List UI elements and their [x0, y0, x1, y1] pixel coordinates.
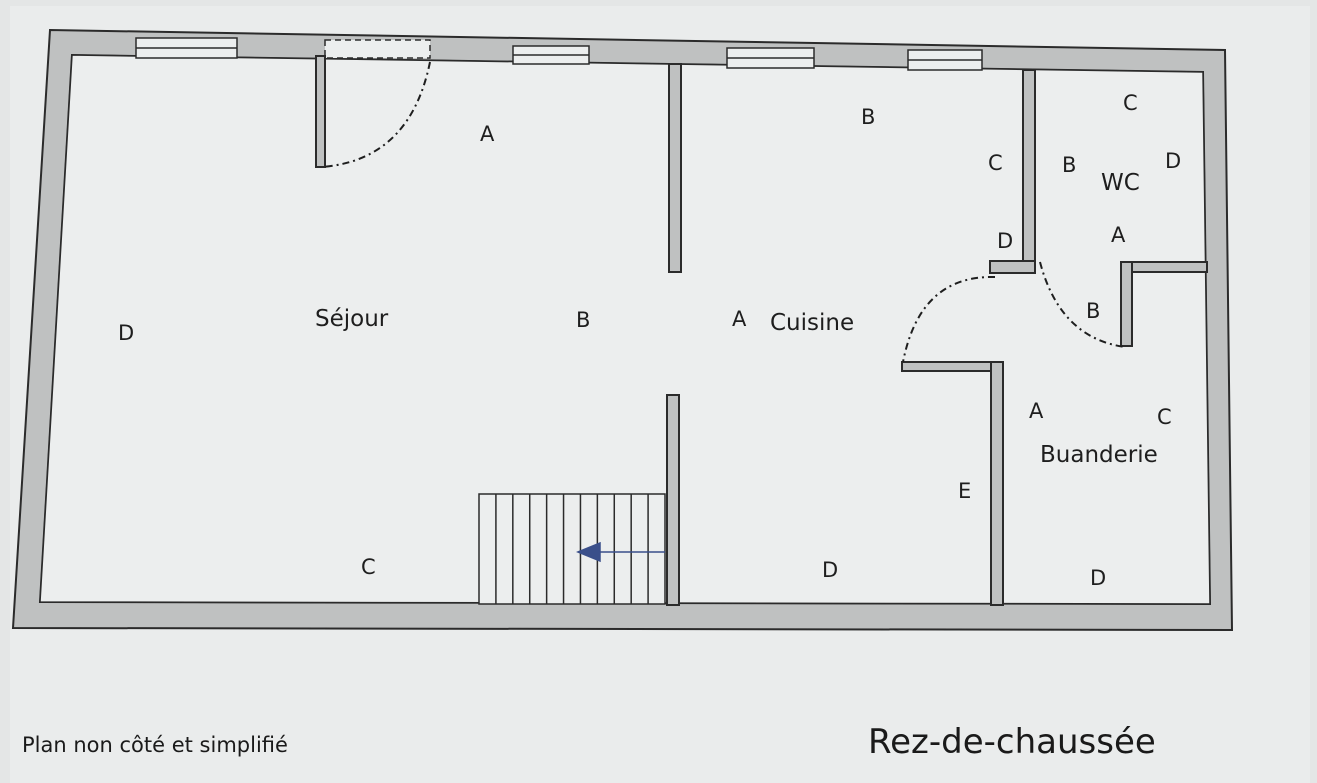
- buanderie-wall-b: B: [1086, 299, 1100, 323]
- wall-cuisine-wc: [1022, 69, 1036, 267]
- sejour-wall-b: B: [576, 308, 590, 332]
- cuisine-wall-a: A: [732, 307, 747, 331]
- buanderie-wall-a: A: [1029, 399, 1044, 423]
- cuisine-wall-e: E: [958, 479, 971, 503]
- buanderie-wall-d: D: [1090, 566, 1106, 590]
- door-swing-cuisine: [902, 275, 996, 363]
- wall-cuisine-buanderie: [990, 361, 1004, 606]
- wc-wall-c: C: [1123, 91, 1138, 115]
- door-swing-sejour: [321, 61, 431, 168]
- sejour-wall-c: C: [361, 555, 376, 579]
- interior-walls: [315, 55, 1208, 606]
- stair-outline: [478, 493, 666, 605]
- wc-wall-d: D: [1165, 149, 1181, 173]
- wall-buanderie-stub: [1120, 261, 1133, 347]
- cuisine-wall-d-upper: D: [997, 229, 1013, 253]
- sejour-wall-d: D: [118, 321, 134, 345]
- caption-plan-note: Plan non côté et simplifié: [22, 733, 288, 757]
- wall-wc-buanderie: [1122, 261, 1208, 273]
- windows: [135, 37, 983, 71]
- wc-wall-b: B: [1062, 153, 1076, 177]
- cuisine-wall-c: C: [988, 151, 1003, 175]
- room-label-buanderie: Buanderie: [1040, 442, 1158, 468]
- room-label-cuisine: Cuisine: [770, 310, 854, 336]
- buanderie-wall-c: C: [1157, 405, 1172, 429]
- stair-direction-arrow: [576, 541, 601, 563]
- sejour-wall-a: A: [480, 122, 495, 146]
- room-label-sejour: Séjour: [315, 306, 389, 332]
- wc-wall-a: A: [1111, 223, 1126, 247]
- wall-letters: A B C D A B C D D E A B C D A B C D: [118, 91, 1181, 590]
- room-labels: Séjour Cuisine WC Buanderie: [315, 170, 1158, 468]
- door-swings: [321, 61, 1126, 363]
- wall-sejour-cuisine-lower: [666, 394, 680, 606]
- door-swing-wc: [1039, 261, 1126, 348]
- wall-sejour-stub: [315, 55, 326, 168]
- staircase: [478, 493, 666, 605]
- floor-area: [39, 54, 1211, 605]
- wall-sejour-cuisine-upper: [668, 63, 682, 273]
- wall-cuisine-wc-return: [989, 260, 1036, 274]
- cuisine-wall-d-lower: D: [822, 558, 838, 582]
- cuisine-wall-b: B: [861, 105, 875, 129]
- caption-floor-level: Rez-de-chaussée: [868, 722, 1156, 762]
- wall-cuisine-buanderie-top: [901, 361, 1002, 372]
- stair-steps: [495, 494, 649, 604]
- window-2: [324, 39, 431, 59]
- room-label-wc: WC: [1101, 170, 1140, 196]
